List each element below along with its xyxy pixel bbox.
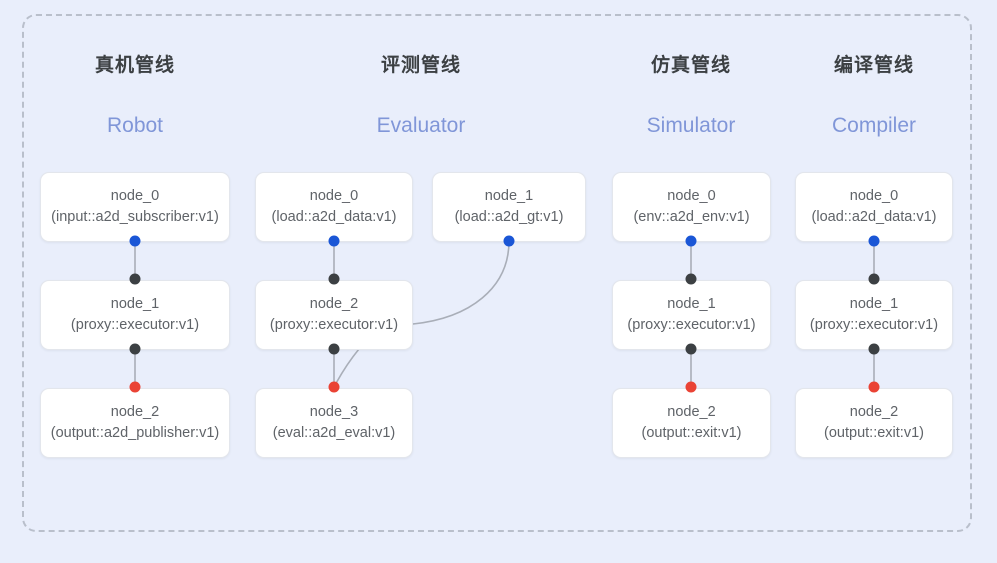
node-type: (output::exit:v1) xyxy=(641,425,742,441)
node-evaluator-3[interactable]: node_3 (eval::a2d_eval:v1) xyxy=(255,388,413,458)
port-input-compiler-2[interactable] xyxy=(868,381,880,393)
port-output-evaluator-2[interactable] xyxy=(328,343,340,355)
node-id: node_2 xyxy=(667,404,716,420)
node-compiler-2[interactable]: node_2 (output::exit:v1) xyxy=(795,388,953,458)
node-evaluator-1[interactable]: node_1 (load::a2d_gt:v1) xyxy=(432,172,586,242)
column-subtitle-simulator: Simulator xyxy=(646,114,736,137)
port-output-robot-0[interactable] xyxy=(129,235,141,247)
port-input-compiler-1[interactable] xyxy=(868,273,880,285)
node-type: (proxy::executor:v1) xyxy=(627,317,756,333)
column-evaluator: 评测管线 Evaluator xyxy=(341,50,501,138)
column-simulator: 仿真管线 Simulator xyxy=(611,50,771,138)
node-type: (output::exit:v1) xyxy=(824,425,924,441)
node-robot-1[interactable]: node_1 (proxy::executor:v1) xyxy=(40,280,230,350)
node-id: node_1 xyxy=(849,296,899,312)
port-output-compiler-1[interactable] xyxy=(868,343,880,355)
node-type: (proxy::executor:v1) xyxy=(809,317,939,333)
port-input-robot-2[interactable] xyxy=(129,381,141,393)
node-simulator-2[interactable]: node_2 (output::exit:v1) xyxy=(612,388,771,458)
port-input-robot-1[interactable] xyxy=(129,273,141,285)
node-id: node_2 xyxy=(110,404,160,420)
column-title-compiler: 编译管线 xyxy=(833,55,914,76)
node-simulator-1[interactable]: node_1 (proxy::executor:v1) xyxy=(612,280,771,350)
node-evaluator-2[interactable]: node_2 (proxy::executor:v1) xyxy=(255,280,413,350)
port-input-simulator-2[interactable] xyxy=(685,381,697,393)
node-id: node_2 xyxy=(849,404,899,420)
column-robot: 真机管线 Robot xyxy=(55,50,215,138)
port-input-evaluator-2[interactable] xyxy=(328,273,340,285)
node-compiler-1[interactable]: node_1 (proxy::executor:v1) xyxy=(795,280,953,350)
node-id: node_0 xyxy=(849,188,899,204)
node-id: node_1 xyxy=(484,188,534,204)
node-type: (proxy::executor:v1) xyxy=(70,317,200,333)
node-simulator-0[interactable]: node_0 (env::a2d_env:v1) xyxy=(612,172,771,242)
port-output-compiler-0[interactable] xyxy=(868,235,880,247)
node-id: node_1 xyxy=(667,296,716,312)
node-type: (load::a2d_gt:v1) xyxy=(454,209,564,225)
node-type: (load::a2d_data:v1) xyxy=(811,209,937,225)
node-type: (eval::a2d_eval:v1) xyxy=(272,425,396,441)
node-id: node_1 xyxy=(110,296,160,312)
column-subtitle-evaluator: Evaluator xyxy=(376,114,466,137)
port-output-evaluator-0[interactable] xyxy=(328,235,340,247)
node-type: (input::a2d_subscriber:v1) xyxy=(51,209,219,225)
node-compiler-0[interactable]: node_0 (load::a2d_data:v1) xyxy=(795,172,953,242)
column-subtitle-compiler: Compiler xyxy=(831,114,917,137)
node-id: node_3 xyxy=(309,404,359,420)
node-type: (output::a2d_publisher:v1) xyxy=(50,425,220,441)
port-output-robot-1[interactable] xyxy=(129,343,141,355)
node-id: node_0 xyxy=(309,188,359,204)
node-robot-0[interactable]: node_0 (input::a2d_subscriber:v1) xyxy=(40,172,230,242)
node-id: node_2 xyxy=(309,296,359,312)
port-input-simulator-1[interactable] xyxy=(685,273,697,285)
column-title-evaluator: 评测管线 xyxy=(380,55,461,76)
port-output-simulator-0[interactable] xyxy=(685,235,697,247)
port-input-evaluator-3[interactable] xyxy=(328,381,340,393)
node-id: node_0 xyxy=(110,188,160,204)
port-output-simulator-1[interactable] xyxy=(685,343,697,355)
node-type: (env::a2d_env:v1) xyxy=(633,209,750,225)
node-type: (load::a2d_data:v1) xyxy=(271,209,397,225)
node-id: node_0 xyxy=(667,188,716,204)
node-evaluator-0[interactable]: node_0 (load::a2d_data:v1) xyxy=(255,172,413,242)
column-title-simulator: 仿真管线 xyxy=(650,55,731,76)
port-output-evaluator-1[interactable] xyxy=(503,235,515,247)
column-compiler: 编译管线 Compiler xyxy=(794,50,954,138)
diagram-dashed-frame xyxy=(22,14,972,532)
column-title-robot: 真机管线 xyxy=(94,55,175,76)
node-type: (proxy::executor:v1) xyxy=(269,317,399,333)
column-subtitle-robot: Robot xyxy=(106,114,164,137)
node-robot-2[interactable]: node_2 (output::a2d_publisher:v1) xyxy=(40,388,230,458)
